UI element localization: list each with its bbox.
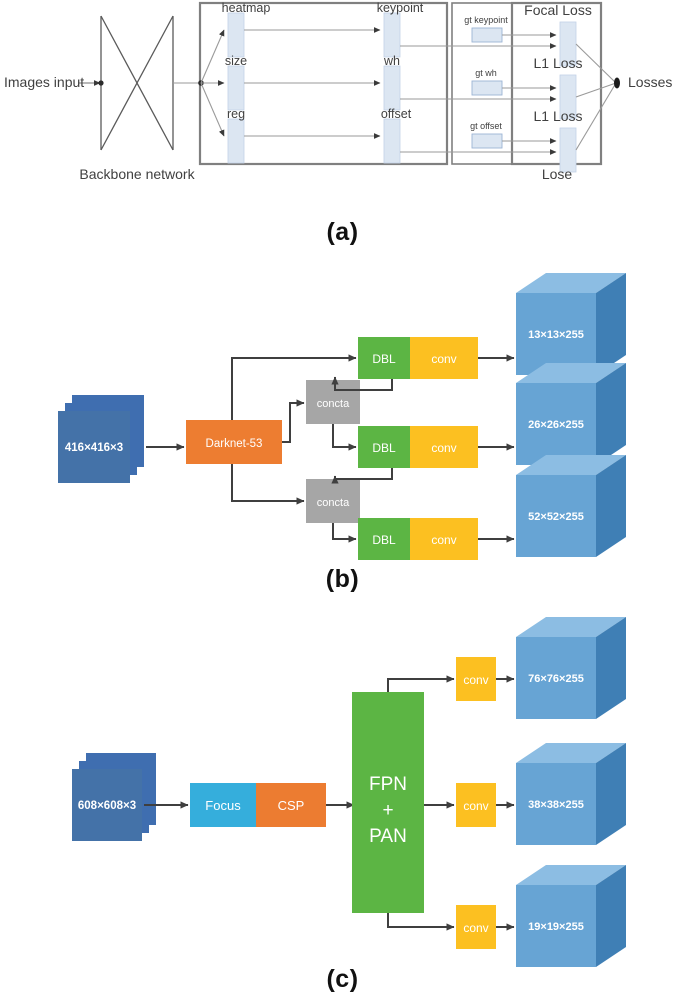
gt-box-wh <box>471 80 503 96</box>
label-l1-loss-offset: L1 Loss <box>533 108 583 124</box>
panel-b-graphics: 416×416×3 Darknet-53 concta concta DBL c… <box>58 273 626 560</box>
darknet53-label: Darknet-53 <box>206 438 263 450</box>
panel-a-caption: (a) <box>326 218 359 246</box>
conv-block-c-1: conv <box>456 657 496 701</box>
conv-block-1 <box>410 337 478 379</box>
label-size: size <box>224 54 248 68</box>
label-gt-offset: gt offset <box>470 121 502 131</box>
label-wh: wh <box>384 54 400 68</box>
label-gt-keypoint: gt keypoint <box>464 15 508 25</box>
svg-text:13×13×255: 13×13×255 <box>528 329 584 341</box>
concat-block-1 <box>306 380 360 424</box>
fpn-pan-block <box>352 692 424 913</box>
label-images-input: Images input <box>4 74 85 90</box>
label-gt-wh: gt wh <box>475 68 497 78</box>
panel-c: 608×608×3 Focus CSP FPN + PAN conv conv … <box>0 605 685 1001</box>
concat-block-2 <box>306 479 360 523</box>
head-box-keypoint <box>383 12 401 58</box>
svg-text:76×76×255: 76×76×255 <box>528 673 584 685</box>
label-heatmap: heatmap <box>221 1 271 15</box>
svg-text:Focus: Focus <box>205 798 241 813</box>
conv-block-c-2: conv <box>456 783 496 827</box>
dbl-block-3 <box>358 518 410 560</box>
label-offset: offset <box>380 107 412 121</box>
svg-text:conv: conv <box>431 352 456 366</box>
output-cube-c-1: 76×76×255 <box>516 617 626 719</box>
gt-box-keypoint <box>471 27 503 43</box>
panel-a: heatmap size reg keypoint wh offset gt k… <box>0 0 685 255</box>
input-tensor-stack-b <box>58 395 144 483</box>
input-tensor-stack-c <box>72 753 156 841</box>
svg-text:CSP: CSP <box>278 798 305 813</box>
svg-text:conv: conv <box>463 921 488 935</box>
darknet53-block <box>186 420 282 464</box>
label-lose: Lose <box>541 166 573 182</box>
label-focal-loss: Focal Loss <box>524 2 592 18</box>
svg-text:conv: conv <box>431 441 456 455</box>
fpn-pan-line-1: FPN <box>369 774 407 795</box>
head-box-wh <box>383 65 401 111</box>
conv-block-2 <box>410 426 478 468</box>
output-cube-c-3: 19×19×255 <box>516 865 626 967</box>
panel-c-caption: (c) <box>326 965 359 993</box>
panel-a-graphics <box>78 1 620 173</box>
output-cube-1: 13×13×255 <box>516 273 626 375</box>
dbl-conv-row-2: DBL conv <box>358 426 478 468</box>
panel-b: 416×416×3 Darknet-53 concta concta DBL c… <box>0 255 685 605</box>
svg-text:DBL: DBL <box>372 533 396 547</box>
concat-label-1: concta <box>317 398 350 410</box>
gt-box-offset <box>471 133 503 149</box>
dbl-block-1 <box>358 337 410 379</box>
fpn-pan-line-2: + <box>382 800 393 821</box>
label-l1-loss-wh: L1 Loss <box>533 55 583 71</box>
focus-block <box>190 783 256 827</box>
csp-block <box>256 783 326 827</box>
output-cube-c-2: 38×38×255 <box>516 743 626 845</box>
svg-text:conv: conv <box>431 533 456 547</box>
svg-text:DBL: DBL <box>372 352 396 366</box>
label-backbone-network: Backbone network <box>79 166 195 182</box>
output-cube-3: 52×52×255 <box>516 455 626 557</box>
panel-b-caption: (b) <box>325 565 360 593</box>
loss-group-box <box>510 1 603 166</box>
label-keypoint: keypoint <box>376 1 424 15</box>
head-box-offset <box>383 118 401 164</box>
feature-box-size <box>227 65 245 111</box>
svg-text:conv: conv <box>463 673 488 687</box>
feature-box-heatmap <box>227 12 245 58</box>
label-reg: reg <box>226 107 246 121</box>
conv-block-c-3: conv <box>456 905 496 949</box>
panel-c-graphics: 608×608×3 Focus CSP FPN + PAN conv conv … <box>72 617 626 967</box>
input-label-c: 608×608×3 <box>78 800 136 812</box>
output-cube-2: 26×26×255 <box>516 363 626 465</box>
fpn-pan-line-3: PAN <box>369 826 407 847</box>
svg-text:conv: conv <box>463 799 488 813</box>
input-label-b: 416×416×3 <box>65 442 123 454</box>
concat-label-2: concta <box>317 497 350 509</box>
dbl-block-2 <box>358 426 410 468</box>
svg-text:52×52×255: 52×52×255 <box>528 511 584 523</box>
label-losses: Losses <box>628 74 673 90</box>
svg-text:DBL: DBL <box>372 441 396 455</box>
feature-box-reg <box>227 118 245 164</box>
backbone-shape <box>100 15 174 151</box>
svg-text:38×38×255: 38×38×255 <box>528 799 584 811</box>
conv-block-3 <box>410 518 478 560</box>
dbl-conv-row-3: DBL conv <box>358 518 478 560</box>
svg-text:26×26×255: 26×26×255 <box>528 419 584 431</box>
svg-text:19×19×255: 19×19×255 <box>528 921 584 933</box>
dbl-conv-row-1: DBL conv <box>358 337 478 379</box>
